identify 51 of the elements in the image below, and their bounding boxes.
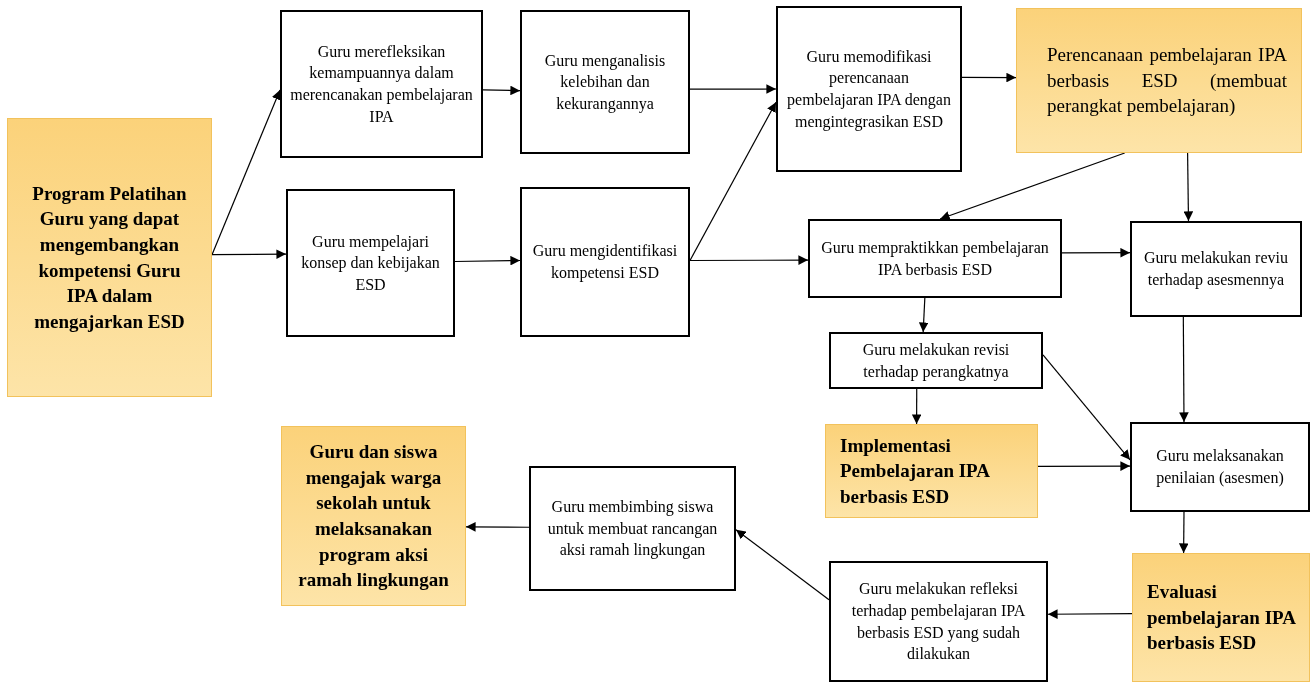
node-text: Guru melakukan reviu terhadap asesmennya: [1143, 248, 1289, 291]
arrow: [454, 255, 521, 266]
process-box: [829, 332, 1043, 389]
arrow: [465, 522, 530, 532]
arrow: [482, 85, 521, 96]
arrow: [1178, 511, 1189, 554]
arrow: [911, 388, 922, 425]
arrow: [1037, 461, 1131, 471]
highlight-box: [825, 424, 1038, 518]
arrow: [211, 249, 287, 259]
node-text: Implementasi Pembelajaran IPA berbasis ESD: [840, 433, 991, 509]
highlight-box: [281, 426, 466, 606]
arrow: [689, 255, 809, 265]
node-text: Guru dan siswa mengajak warga sekolah untuk melaksanakan program aksi ramah lingkungan: [297, 440, 450, 593]
process-box: [829, 561, 1048, 682]
process-box: [776, 6, 962, 172]
arrow: [1061, 247, 1131, 258]
arrow: [1179, 316, 1189, 423]
arrow: [939, 152, 1126, 221]
process-box: [280, 10, 483, 158]
highlight-box: [1016, 8, 1302, 153]
node-text: Guru menganalisis kelebihan dan kekurangannya: [543, 50, 667, 115]
node-text: Guru membimbing siswa untuk membuat rancangan aksi ramah lingkungan: [546, 497, 719, 561]
highlight-box: [7, 118, 212, 397]
node-text: Guru melaksanakan penilaian (asesmen): [1155, 446, 1285, 489]
arrow: [689, 84, 777, 94]
arrow: [1047, 609, 1133, 619]
arrow: [211, 89, 281, 256]
arrow: [918, 297, 929, 333]
node-text: Guru mempraktikkan pembelajaran IPA berbasis ESD: [820, 237, 1050, 280]
highlight-box: [1132, 553, 1310, 682]
process-box: [520, 187, 690, 337]
arrow: [1042, 354, 1131, 461]
process-box: [1130, 221, 1302, 317]
process-box: [529, 466, 736, 591]
node-text: Guru memodifikasi perencanaan pembelajaran IPA dengan mengintegrasikan ESD: [786, 46, 952, 133]
node-text: Program Pelatihan Guru yang dapat mengembangkan kompetensi Guru IPA dalam mengajarkan ESD: [31, 181, 188, 334]
process-box: [286, 189, 455, 337]
node-text: Perencanaan pembelajaran IPA berbasis ESD (membuat perangkat pembelajaran): [1047, 43, 1287, 119]
process-box: [520, 10, 690, 154]
arrow: [1183, 152, 1194, 222]
node-text: Evaluasi pembelajaran IPA berbasis ESD: [1147, 580, 1297, 656]
arrow: [735, 529, 830, 601]
node-text: Guru mengidentifikasi kompetensi ESD: [531, 241, 679, 284]
arrow: [961, 72, 1017, 83]
node-text: Guru mempelajari konsep dan kebijakan ESD: [300, 231, 441, 295]
node-text: Guru merefleksikan kemampuannya dalam merencanakan pembelajaran IPA: [289, 41, 474, 127]
process-box: [808, 219, 1062, 298]
node-text: Guru melakukan refleksi terhadap pembelajaran IPA berbasis ESD yang sudah dilakukan: [850, 579, 1027, 665]
process-box: [1130, 422, 1310, 512]
node-text: Guru melakukan revisi terhadap perangkatnya: [861, 339, 1011, 383]
